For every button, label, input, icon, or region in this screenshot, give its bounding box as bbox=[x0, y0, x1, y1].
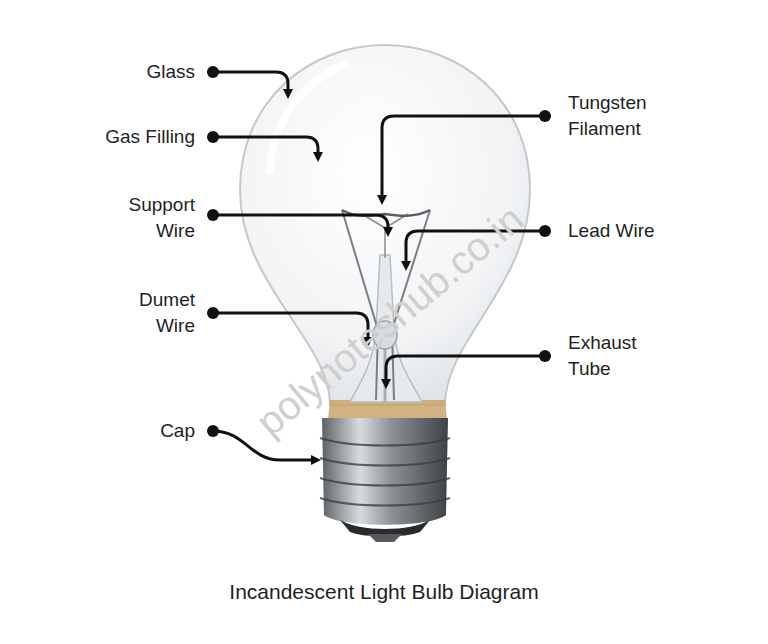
cap-contact bbox=[368, 534, 402, 542]
cap-threads bbox=[320, 438, 450, 506]
caption: Incandescent Light Bulb Diagram bbox=[229, 580, 538, 604]
part-label: Glass bbox=[146, 59, 195, 85]
part-label: Gas Filling bbox=[105, 124, 195, 150]
glass-highlight bbox=[270, 65, 345, 170]
part-label: Dumet Wire bbox=[115, 287, 195, 339]
part-label: Tungsten Filament bbox=[568, 90, 663, 142]
part-label: Support Wire bbox=[105, 192, 195, 244]
seal-ring bbox=[328, 400, 447, 420]
part-label: Lead Wire bbox=[568, 218, 655, 244]
support-wire bbox=[362, 214, 408, 258]
part-label: Cap bbox=[160, 418, 195, 444]
leader-lines bbox=[213, 72, 545, 460]
cap bbox=[322, 418, 448, 525]
part-label: Exhaust Tube bbox=[568, 330, 653, 382]
